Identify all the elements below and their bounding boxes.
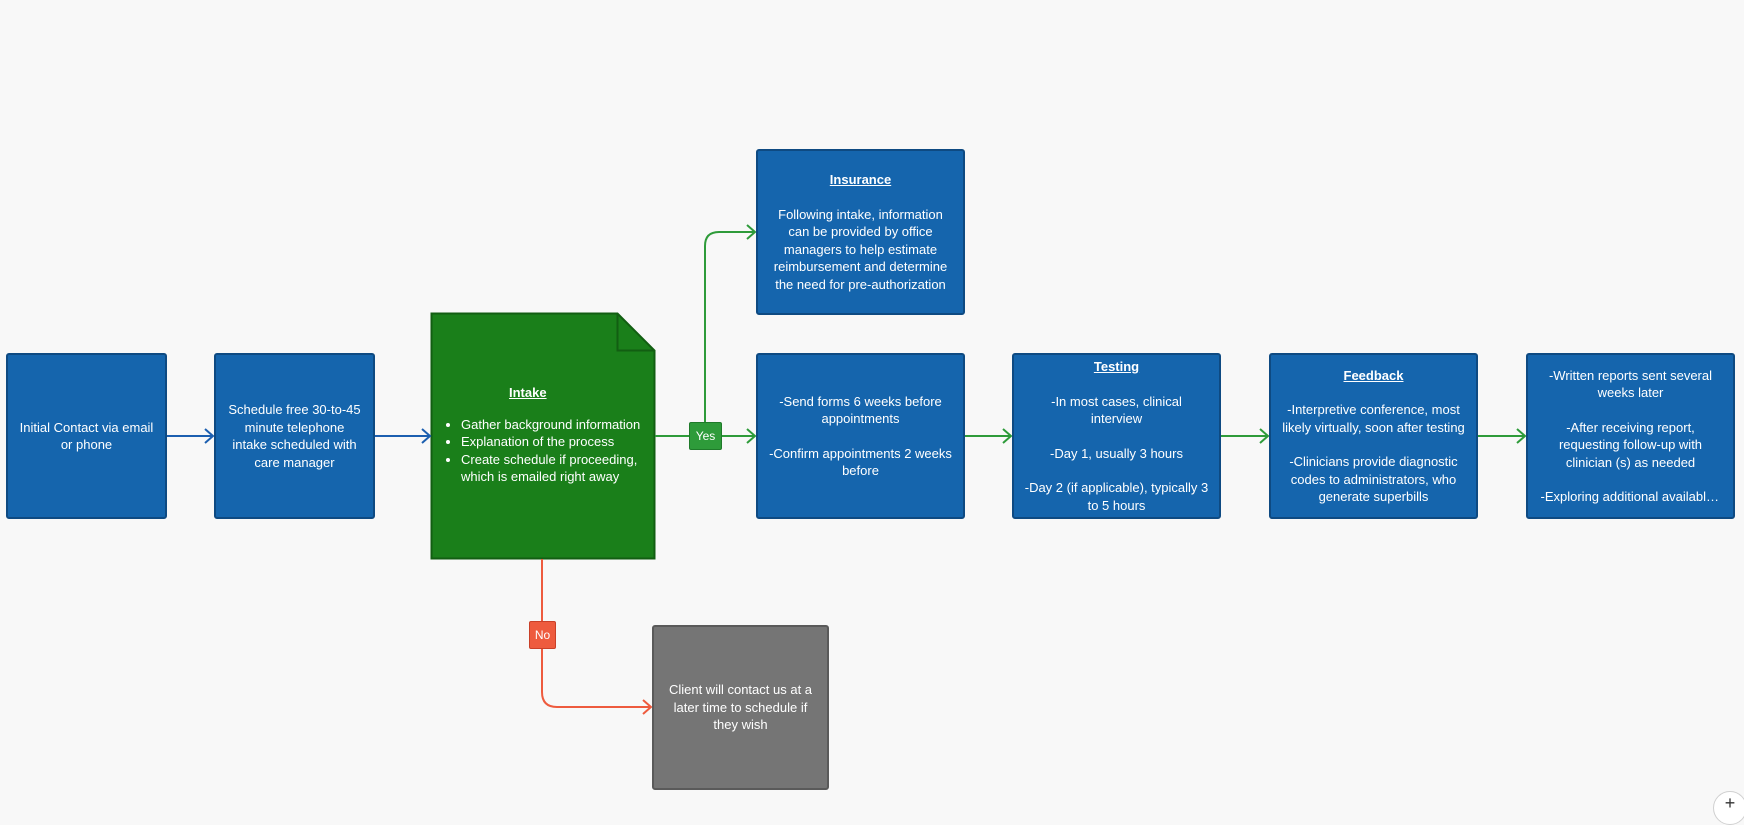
intake-bullet-list: Gather background information Explanatio… [447, 416, 657, 486]
arrowhead-testing-to-feedback [1259, 428, 1270, 444]
testing-line: -In most cases, clinical interview [1051, 393, 1182, 427]
testing-line: -Day 2 (if applicable), typically 3 to 5… [1024, 480, 1209, 513]
feedback-line: -Clinicians provide diagnostic codes to … [1289, 454, 1458, 504]
testing-line: -Day 1, usually 3 hours [1050, 445, 1183, 461]
arrow-to-insurance [704, 231, 755, 436]
no-label[interactable]: No [529, 621, 556, 649]
arrowhead-schedule-to-intake [421, 428, 432, 444]
arrowhead-feedback-to-reports [1516, 428, 1527, 444]
arrowhead-to-insurance [746, 224, 757, 240]
reports-node[interactable]: -Written reports sent several weeks late… [1526, 353, 1735, 519]
feedback-line: -Interpretive conference, most likely vi… [1282, 402, 1465, 435]
intake-bullet: Explanation of the process [461, 433, 657, 451]
insurance-title: Insurance [829, 172, 892, 187]
intake-bullet: Gather background information [461, 416, 657, 434]
forms-line: -Confirm appointments 2 weeks before [769, 445, 952, 479]
testing-node[interactable]: Testing -In most cases, clinical intervi… [1012, 353, 1221, 519]
feedback-title: Feedback [1343, 367, 1404, 383]
initial-contact-node[interactable]: Initial Contact via email or phone [6, 353, 167, 519]
reports-line: -After receiving report, requesting foll… [1558, 419, 1703, 470]
zoom-in-button[interactable]: + [1713, 791, 1744, 825]
arrowhead-initial-to-schedule [204, 428, 215, 444]
intake-document-shape[interactable] [430, 312, 656, 560]
forms-line: -Send forms 6 weeks before appointments [779, 393, 942, 427]
forms-node[interactable]: -Send forms 6 weeks before appointments … [756, 353, 965, 519]
arrow-to-client-contact [541, 559, 651, 708]
insurance-node[interactable]: Insurance Following intake, information … [756, 149, 965, 315]
schedule-intake-text: Schedule free 30-to-45 minute telephone … [228, 402, 361, 470]
arrowhead-intake-to-forms [746, 428, 757, 444]
client-contact-text: Client will contact us at a later time t… [668, 682, 813, 733]
intake-bullet: Create schedule if proceeding, which is … [461, 451, 657, 486]
intake-folded-corner [616, 313, 655, 352]
reports-line: -Exploring additional available f... [1540, 489, 1721, 504]
client-contact-node[interactable]: Client will contact us at a later time t… [652, 625, 829, 790]
yes-label[interactable]: Yes [689, 422, 722, 450]
reports-line: -Written reports sent several weeks late… [1548, 367, 1713, 401]
testing-title: Testing [1093, 359, 1140, 374]
arrowhead-to-client-contact [642, 699, 653, 715]
feedback-node[interactable]: Feedback -Interpretive conference, most … [1269, 353, 1478, 519]
schedule-intake-node[interactable]: Schedule free 30-to-45 minute telephone … [214, 353, 375, 519]
intake-node-content: Intake Gather background information Exp… [447, 384, 657, 486]
arrowhead-forms-to-testing [1002, 428, 1013, 444]
intake-title: Intake [509, 385, 547, 400]
insurance-body: Following intake, information can be pro… [773, 206, 948, 292]
initial-contact-text: Initial Contact via email or phone [19, 419, 154, 453]
